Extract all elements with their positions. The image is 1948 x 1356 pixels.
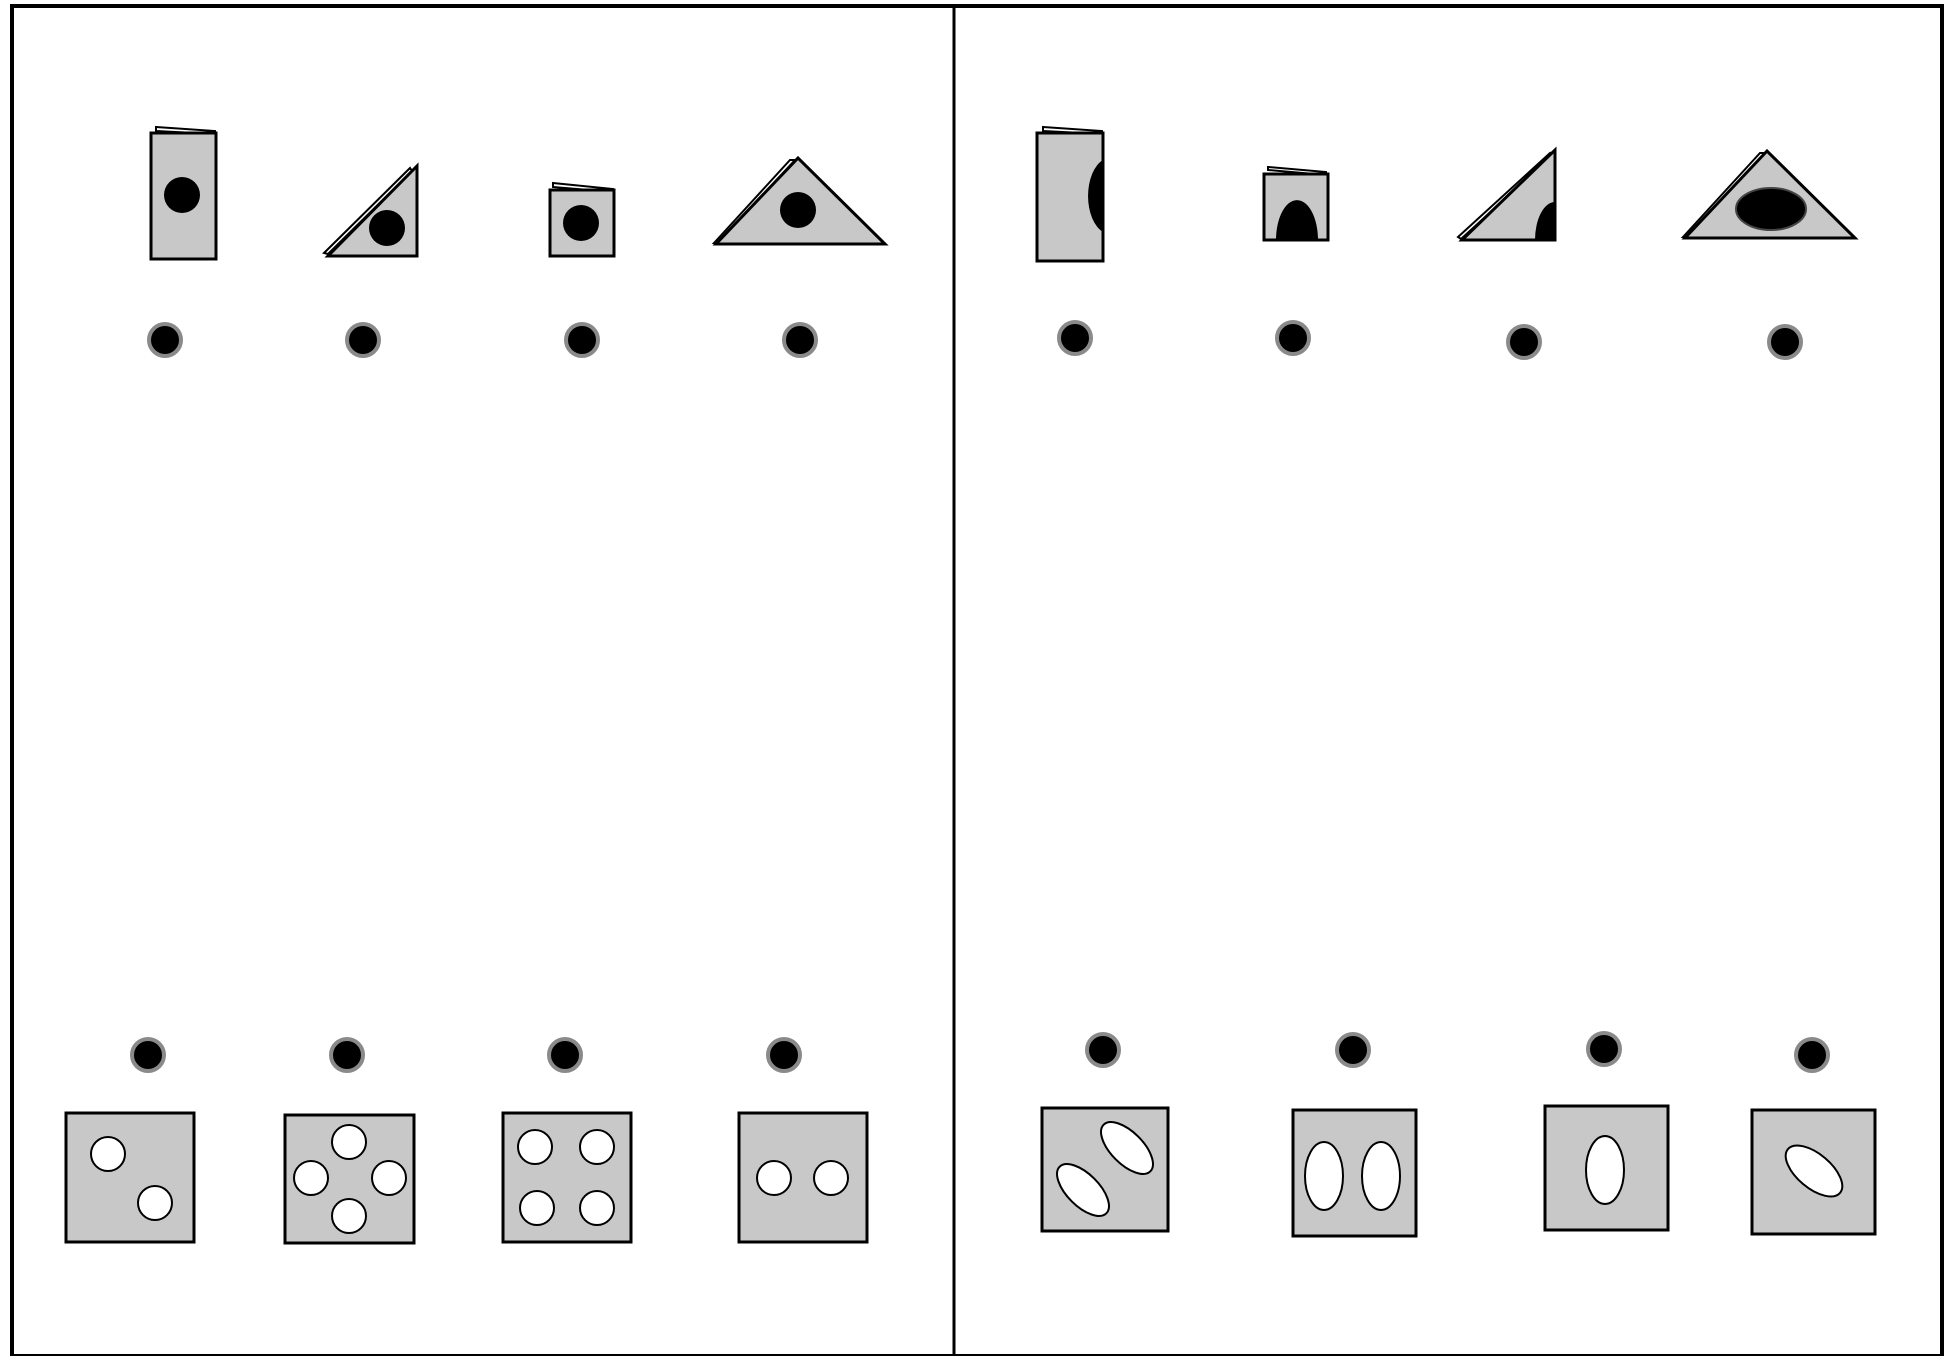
unfolded-paper-four-holes-diamond <box>285 1115 414 1243</box>
match-dot[interactable] <box>784 324 816 356</box>
match-dot[interactable] <box>1796 1039 1828 1071</box>
folded-rectangle-half-ellipse-hole <box>1037 127 1103 261</box>
unfolded-paper-two-holes-horizontal <box>739 1113 867 1242</box>
match-dot[interactable] <box>1508 326 1540 358</box>
match-dot[interactable] <box>149 324 181 356</box>
match-dot[interactable] <box>768 1039 800 1071</box>
match-dot[interactable] <box>331 1039 363 1071</box>
right-panel-top-dots <box>1059 322 1801 358</box>
unfolded-paper-two-vertical-ellipses <box>1293 1110 1416 1236</box>
folded-wide-triangle-ellipse-hole <box>1683 151 1855 238</box>
folded-square-half-ellipse-hole <box>1264 167 1328 240</box>
left-panel-top-dots <box>149 324 816 356</box>
match-dot[interactable] <box>347 324 379 356</box>
left-panel-bottom-dots <box>132 1039 800 1071</box>
match-dot[interactable] <box>1087 1034 1119 1066</box>
folded-rectangle-circle-hole <box>151 127 216 259</box>
folded-triangle-circle-hole <box>324 166 417 256</box>
left-panel-folded-row <box>151 127 885 259</box>
unfolded-paper-two-tilted-ellipses <box>1042 1108 1168 1231</box>
unfolded-paper-four-holes-square <box>503 1113 631 1242</box>
match-dot[interactable] <box>1588 1033 1620 1065</box>
match-dot[interactable] <box>1277 322 1309 354</box>
right-panel-unfolded-row <box>1042 1106 1875 1236</box>
match-dot[interactable] <box>1337 1034 1369 1066</box>
unfolded-paper-two-holes <box>66 1113 194 1242</box>
match-dot[interactable] <box>1059 322 1091 354</box>
right-panel-bottom-dots <box>1087 1033 1828 1071</box>
match-dot[interactable] <box>1769 326 1801 358</box>
folded-triangle-quarter-ellipse-hole <box>1458 150 1555 240</box>
unfolded-paper-one-vertical-ellipse <box>1545 1106 1668 1230</box>
match-dot[interactable] <box>566 324 598 356</box>
folded-wide-triangle-circle-hole <box>714 158 885 244</box>
unfolded-paper-one-tilted-ellipse <box>1752 1110 1875 1234</box>
match-dot[interactable] <box>549 1039 581 1071</box>
folded-square-circle-hole <box>550 183 614 256</box>
match-dot[interactable] <box>132 1039 164 1071</box>
right-panel-folded-row <box>1037 127 1855 261</box>
left-panel-unfolded-row <box>66 1113 867 1243</box>
